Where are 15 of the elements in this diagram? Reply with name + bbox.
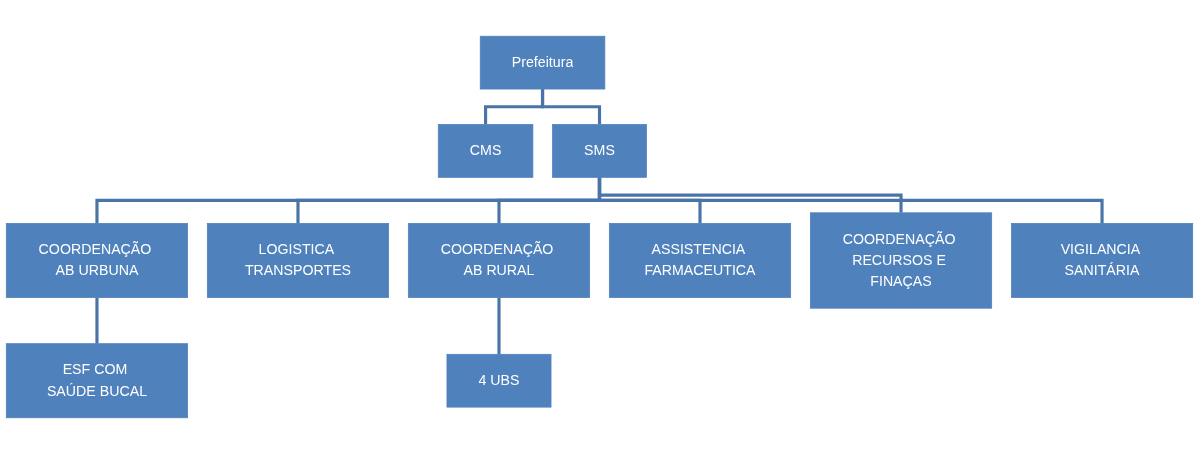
node-box: ESF COM SAÚDE BUCAL bbox=[5, 343, 188, 419]
node-box: Prefeitura bbox=[479, 35, 606, 90]
node-box: SMS bbox=[552, 124, 647, 178]
node-box: COORDENAÇÃO AB URBUNA bbox=[5, 223, 188, 298]
connector bbox=[95, 297, 99, 344]
node-box: COORDENAÇÃO RECURSOS E FINAÇAS bbox=[809, 212, 993, 309]
connector bbox=[540, 89, 602, 125]
node-box: COORDENAÇÃO AB RURAL bbox=[407, 223, 591, 298]
node-box: ASSISTENCIA FARMACEUTICA bbox=[608, 223, 792, 298]
connector bbox=[497, 297, 501, 355]
node-box: LOGISTICA TRANSPORTES bbox=[206, 223, 390, 298]
node-box: CMS bbox=[437, 124, 534, 178]
node-box: 4 UBS bbox=[446, 353, 552, 408]
connector bbox=[597, 177, 1104, 224]
node-box: VIGILANCIA SANITÁRIA bbox=[1011, 223, 1194, 298]
